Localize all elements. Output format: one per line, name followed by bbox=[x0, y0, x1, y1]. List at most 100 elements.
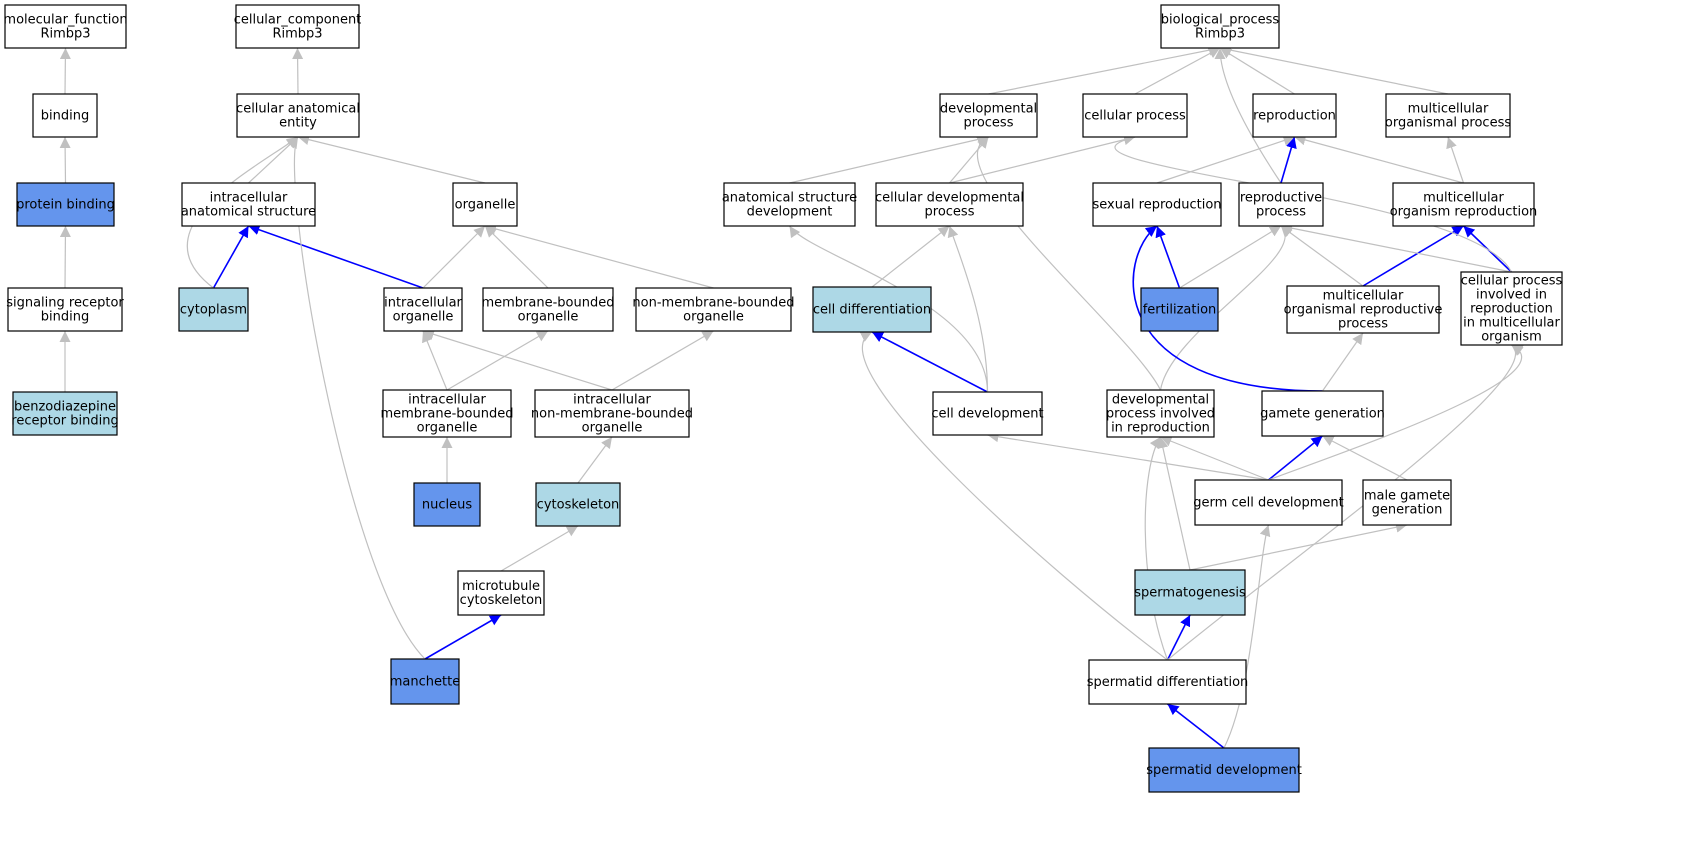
node-box[interactable] bbox=[875, 182, 1024, 227]
node-label-line: cytoskeleton bbox=[460, 593, 543, 608]
node-label-line: non-membrane-bounded bbox=[632, 296, 794, 311]
node-label-line: organelle bbox=[582, 421, 643, 436]
node-box[interactable] bbox=[1134, 569, 1246, 616]
node-box[interactable] bbox=[4, 4, 127, 49]
node-box[interactable] bbox=[1148, 747, 1300, 793]
node-sexrep[interactable]: sexual reproduction bbox=[1092, 182, 1222, 227]
node-box[interactable] bbox=[457, 570, 545, 616]
node-box[interactable] bbox=[236, 93, 360, 138]
node-fert[interactable]: fertilization bbox=[1140, 287, 1219, 332]
edge-celldev-to-cdp bbox=[947, 225, 989, 393]
node-box[interactable] bbox=[1194, 479, 1343, 526]
edge-gcd-to-dpir bbox=[1160, 435, 1269, 481]
node-box[interactable] bbox=[1261, 390, 1384, 437]
node-box[interactable] bbox=[181, 182, 316, 227]
node-nucleus[interactable]: nucleus bbox=[413, 482, 481, 527]
node-label-line: organismal process bbox=[1385, 116, 1511, 131]
node-box[interactable] bbox=[1082, 93, 1188, 138]
node-box[interactable] bbox=[932, 391, 1043, 436]
node-gcd[interactable]: germ cell development bbox=[1193, 479, 1344, 526]
node-box[interactable] bbox=[1392, 182, 1535, 227]
node-box[interactable] bbox=[383, 287, 463, 332]
node-label-line: organismal reproductive bbox=[1284, 303, 1443, 318]
node-box[interactable] bbox=[482, 287, 614, 332]
node-box[interactable] bbox=[1385, 93, 1511, 138]
node-box[interactable] bbox=[413, 482, 481, 527]
node-cytoskeleton[interactable]: cytoskeleton bbox=[535, 482, 621, 527]
node-box[interactable] bbox=[7, 287, 123, 332]
node-inmbo[interactable]: intracellularnon-membrane-boundedorganel… bbox=[531, 389, 693, 438]
node-box[interactable] bbox=[390, 658, 460, 705]
node-manchette[interactable]: manchette bbox=[390, 658, 460, 705]
node-spdiff[interactable]: spermatid differentiation bbox=[1087, 659, 1249, 705]
node-box[interactable] bbox=[534, 389, 690, 438]
node-repro[interactable]: reproduction bbox=[1252, 93, 1337, 138]
node-box[interactable] bbox=[452, 182, 518, 227]
node-label-line: spermatogenesis bbox=[1134, 586, 1246, 601]
node-label-line: reproduction bbox=[1253, 109, 1336, 124]
node-box[interactable] bbox=[1160, 4, 1280, 49]
node-box[interactable] bbox=[1460, 271, 1563, 346]
node-box[interactable] bbox=[1252, 93, 1337, 138]
edge-mgg-to-gamgen bbox=[1322, 435, 1408, 481]
node-label-line: generation bbox=[1372, 503, 1443, 518]
node-spdev[interactable]: spermatid development bbox=[1146, 747, 1302, 793]
node-cellp[interactable]: cellular process bbox=[1082, 93, 1188, 138]
node-celldiff[interactable]: cell differentiation bbox=[812, 286, 932, 333]
node-box[interactable] bbox=[12, 391, 118, 436]
node-label-line: organism reproduction bbox=[1390, 205, 1538, 220]
node-organelle[interactable]: organelle bbox=[452, 182, 518, 227]
node-box[interactable] bbox=[32, 93, 98, 138]
node-label-line: organelle bbox=[683, 310, 744, 325]
node-box[interactable] bbox=[723, 182, 856, 227]
node-box[interactable] bbox=[635, 287, 792, 332]
node-box[interactable] bbox=[235, 4, 360, 49]
node-box[interactable] bbox=[1286, 285, 1440, 334]
node-celldev[interactable]: cell development bbox=[931, 391, 1044, 436]
node-box[interactable] bbox=[16, 182, 115, 227]
node-box[interactable] bbox=[1238, 182, 1324, 227]
node-label-line: cytoplasm bbox=[180, 303, 247, 318]
node-box[interactable] bbox=[1092, 182, 1222, 227]
node-box[interactable] bbox=[1140, 287, 1219, 332]
node-box[interactable] bbox=[812, 286, 932, 333]
node-cytoplasm[interactable]: cytoplasm bbox=[178, 287, 249, 332]
node-box[interactable] bbox=[535, 482, 621, 527]
node-box[interactable] bbox=[382, 389, 512, 438]
node-spermato[interactable]: spermatogenesis bbox=[1134, 569, 1246, 616]
node-label-line: Rimbp3 bbox=[40, 27, 90, 42]
node-box[interactable] bbox=[1088, 659, 1247, 705]
node-label-line: developmental bbox=[940, 102, 1037, 117]
node-gamgen[interactable]: gamete generation bbox=[1260, 390, 1385, 437]
edge-cdp-to-devp bbox=[949, 136, 989, 184]
node-box[interactable] bbox=[1362, 479, 1452, 526]
node-box[interactable] bbox=[1106, 389, 1215, 438]
node-box[interactable] bbox=[178, 287, 249, 332]
node-binding[interactable]: binding bbox=[32, 93, 98, 138]
node-protein_binding[interactable]: protein binding bbox=[16, 182, 115, 227]
edge-spdev-to-gcd bbox=[1223, 524, 1271, 749]
node-box[interactable] bbox=[939, 93, 1038, 138]
